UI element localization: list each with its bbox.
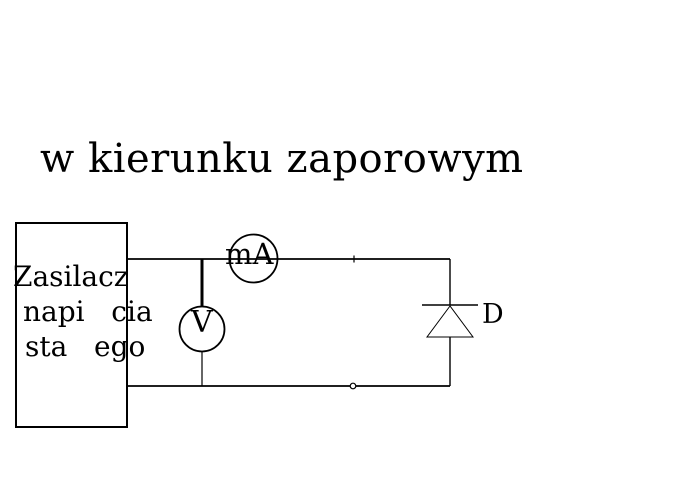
power-supply-label-line3: sta ego <box>25 330 146 363</box>
diode-label: D <box>482 299 504 330</box>
voltmeter-label: V <box>191 305 213 340</box>
diode-triangle-icon <box>426 305 474 338</box>
ammeter-symbol-icon <box>228 233 279 284</box>
diagram-title: w kierunku zaporowym <box>40 136 524 182</box>
voltmeter-symbol-icon <box>178 305 226 353</box>
junction-dot-icon <box>349 382 357 390</box>
ammeter-label: mA <box>225 237 274 271</box>
power-supply-label-line2: napi cia <box>23 295 153 328</box>
power-supply-label-line1: Zasilacz <box>13 260 129 293</box>
power-supply-box <box>15 222 128 428</box>
